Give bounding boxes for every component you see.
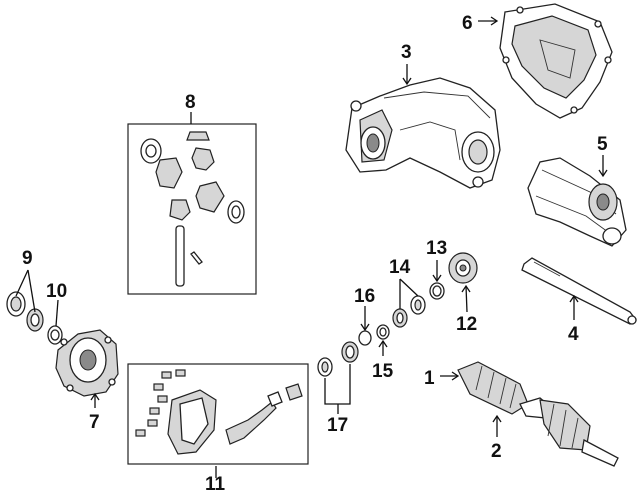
callout-9: 9 bbox=[22, 248, 33, 269]
callout-3: 3 bbox=[401, 42, 412, 63]
callout-14: 14 bbox=[389, 257, 411, 278]
callout-17: 17 bbox=[327, 415, 348, 436]
part-9-differential-bearing bbox=[6, 291, 44, 332]
callout-16: 16 bbox=[354, 286, 375, 307]
part-14-pinion-bearing bbox=[392, 295, 426, 328]
callout-2: 2 bbox=[491, 441, 502, 462]
callout-12: 12 bbox=[456, 314, 477, 335]
callout-11: 11 bbox=[205, 474, 226, 495]
part-3-carrier-housing bbox=[345, 77, 501, 189]
callout-4: 4 bbox=[568, 324, 579, 345]
callout-labels: 1 2 3 4 5 6 7 8 9 10 11 12 13 14 15 16 1… bbox=[22, 13, 608, 495]
bolt-set bbox=[135, 369, 186, 437]
part-11-ring-pinion-gear bbox=[127, 363, 309, 465]
part-12-pinion-flange bbox=[448, 252, 478, 284]
part-7-differential-case bbox=[55, 329, 119, 397]
part-5-pinion-housing bbox=[527, 157, 627, 247]
part-13-pinion-seal bbox=[429, 282, 445, 300]
callout-5: 5 bbox=[597, 134, 608, 155]
part-4-axle-shaft bbox=[521, 257, 637, 325]
part-17-pinion-bearing-set bbox=[317, 341, 359, 377]
callout-10: 10 bbox=[46, 281, 67, 302]
part-10-shim bbox=[47, 325, 63, 345]
callout-8: 8 bbox=[185, 92, 196, 113]
part-8-gear-kit bbox=[127, 123, 257, 295]
leader-lines bbox=[15, 16, 608, 478]
part-2-cv-axle bbox=[457, 361, 619, 467]
callout-1: 1 bbox=[424, 368, 435, 389]
callout-7: 7 bbox=[89, 412, 100, 433]
part-16-shim bbox=[358, 330, 372, 346]
part-15-spacer bbox=[376, 324, 390, 340]
callout-15: 15 bbox=[372, 361, 394, 382]
part-6-rear-cover bbox=[499, 3, 613, 119]
callout-6: 6 bbox=[462, 13, 473, 34]
callout-13: 13 bbox=[426, 238, 447, 259]
